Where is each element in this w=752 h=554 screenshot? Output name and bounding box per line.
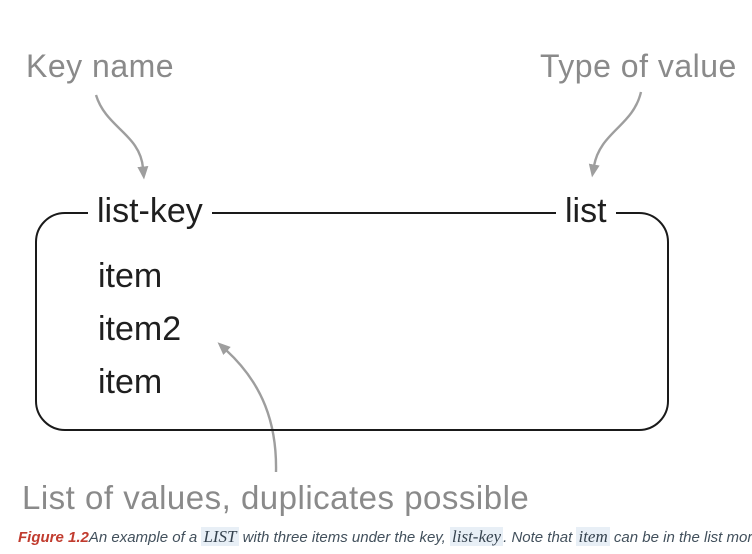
caption-text: . Note that [503, 529, 577, 546]
list-key-label: list-key [88, 188, 212, 234]
caption-text: An example of a [88, 529, 202, 546]
list-items: item item2 item [98, 250, 181, 409]
caption-text: can be in the list more than once. [613, 529, 752, 546]
list-item: item [98, 363, 163, 401]
caption-code-term: list-key [450, 527, 504, 546]
list-box [35, 212, 669, 431]
type-of-value-arrow-icon [588, 91, 643, 178]
caption-code-term: item [576, 527, 610, 546]
list-item: item [98, 257, 163, 295]
list-type-label: list [556, 188, 616, 234]
list-of-values-label: List of values, duplicates possible [22, 479, 530, 516]
caption-code-term: LIST [201, 527, 239, 546]
figure-number: Figure 1.2 [18, 529, 89, 546]
caption-text: with three items under the key, [238, 529, 451, 546]
key-name-arrow-icon [94, 94, 149, 180]
figure-caption: Figure 1.2An example of a LIST with thre… [18, 527, 752, 547]
list-of-values-arrow-icon [217, 342, 278, 473]
key-name-label: Key name [26, 48, 175, 84]
list-item: item2 [98, 310, 182, 348]
type-of-value-label: Type of value [540, 48, 737, 84]
